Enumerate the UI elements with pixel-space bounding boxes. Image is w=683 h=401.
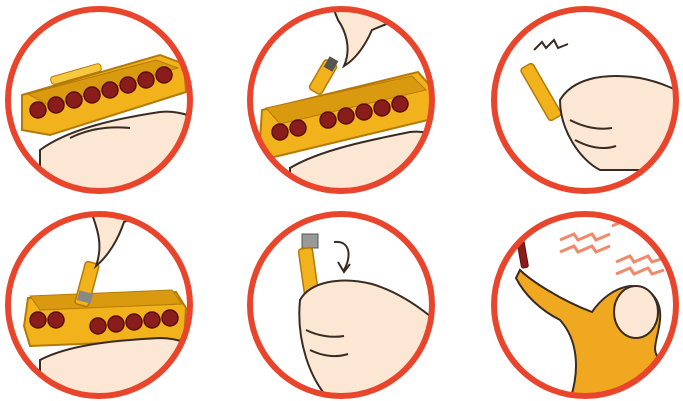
head (614, 286, 658, 338)
step-1-panel (8, 9, 210, 200)
step-6-panel (494, 214, 683, 400)
step-5-panel (250, 214, 432, 400)
step-3-panel (494, 9, 683, 191)
step-4-panel (8, 205, 206, 400)
tube (520, 63, 562, 122)
person (516, 270, 683, 400)
hand (299, 281, 430, 400)
step-2-panel (250, 0, 450, 200)
curved-arrow-down-icon (334, 242, 350, 272)
airflow-waves-icon (560, 220, 664, 274)
wavy-arrow-icon (534, 40, 568, 50)
tube (308, 56, 338, 95)
